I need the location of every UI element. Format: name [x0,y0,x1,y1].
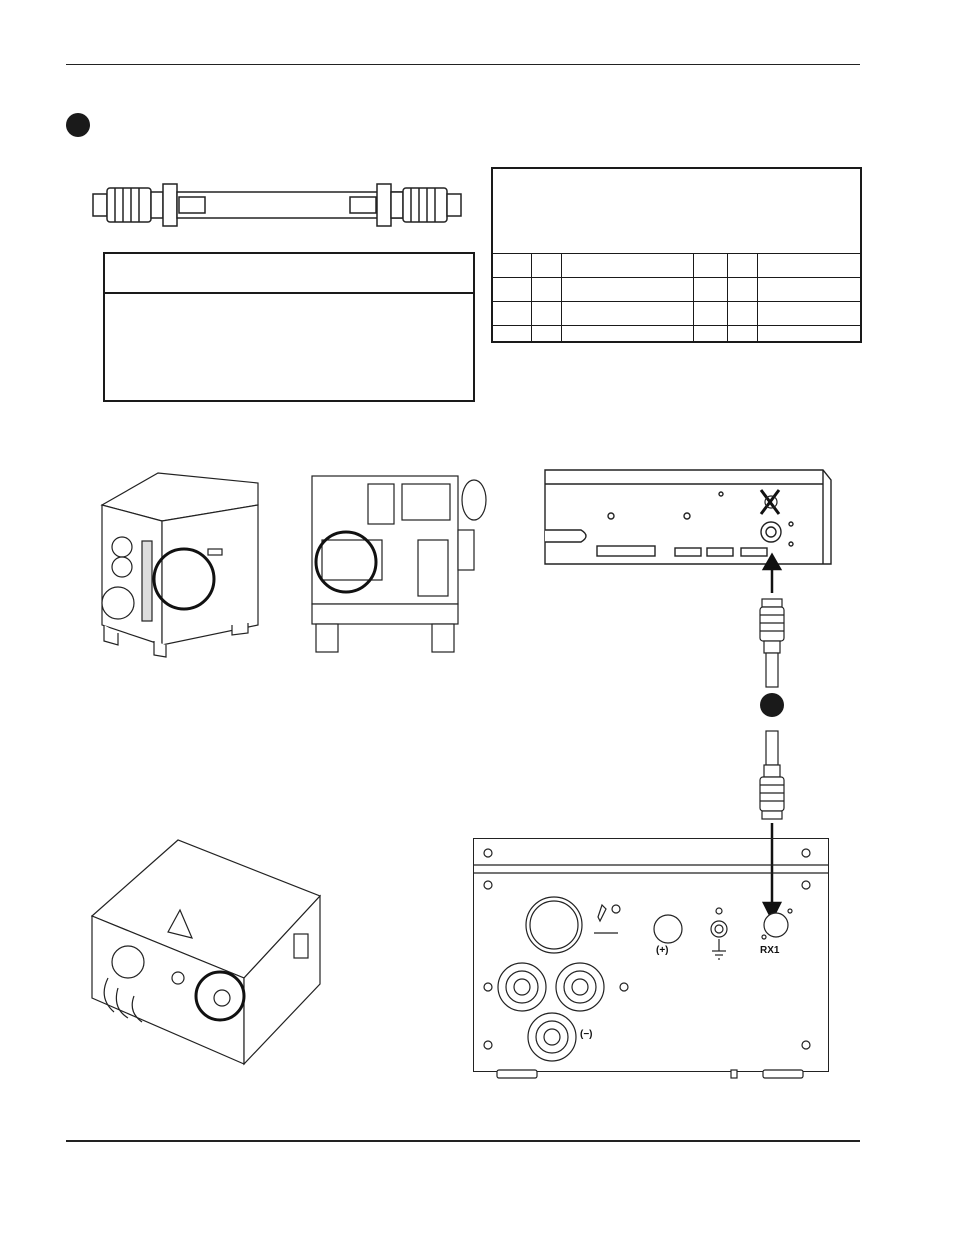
pinout-header-divider [493,253,860,254]
part-info-box [103,252,475,402]
callout-circle-remote [194,970,246,1022]
pinout-row-divider [493,325,860,326]
step-marker-top [66,113,90,137]
callout-circle-interior [314,530,378,594]
cable-label-right [349,196,377,214]
x-mark-line-2 [759,489,781,515]
negative-terminal-label: (−) [580,1029,593,1040]
step-marker-cable [760,693,784,717]
front-panel-feet [496,1069,804,1079]
pinout-col-divider [757,253,758,341]
remote-box-front-panel: (+) (−) RX1 [473,838,829,1072]
pinout-row-divider [493,301,860,302]
remote-box-drawing [90,839,322,1066]
cable-drawing [92,183,462,227]
cable-label-left [178,196,206,214]
power-supply-interior-drawing [311,475,487,653]
pinout-row-divider [493,277,860,278]
pinout-table [491,167,862,343]
header-rule [66,64,860,65]
pinout-col-divider [727,253,728,341]
front-panel-graphics [474,848,828,1062]
pinout-col-divider [693,253,694,341]
rx1-connector-label: RX1 [760,945,780,956]
pinout-col-divider [531,253,532,341]
positive-terminal-label: (+) [656,945,669,956]
cnc-rear-panel-drawing [544,469,832,565]
callout-circle-exterior [152,547,216,611]
footer-rule [66,1140,860,1142]
power-supply-exterior-drawing [100,472,259,658]
part-info-divider [105,292,473,294]
pinout-col-divider [561,253,562,341]
